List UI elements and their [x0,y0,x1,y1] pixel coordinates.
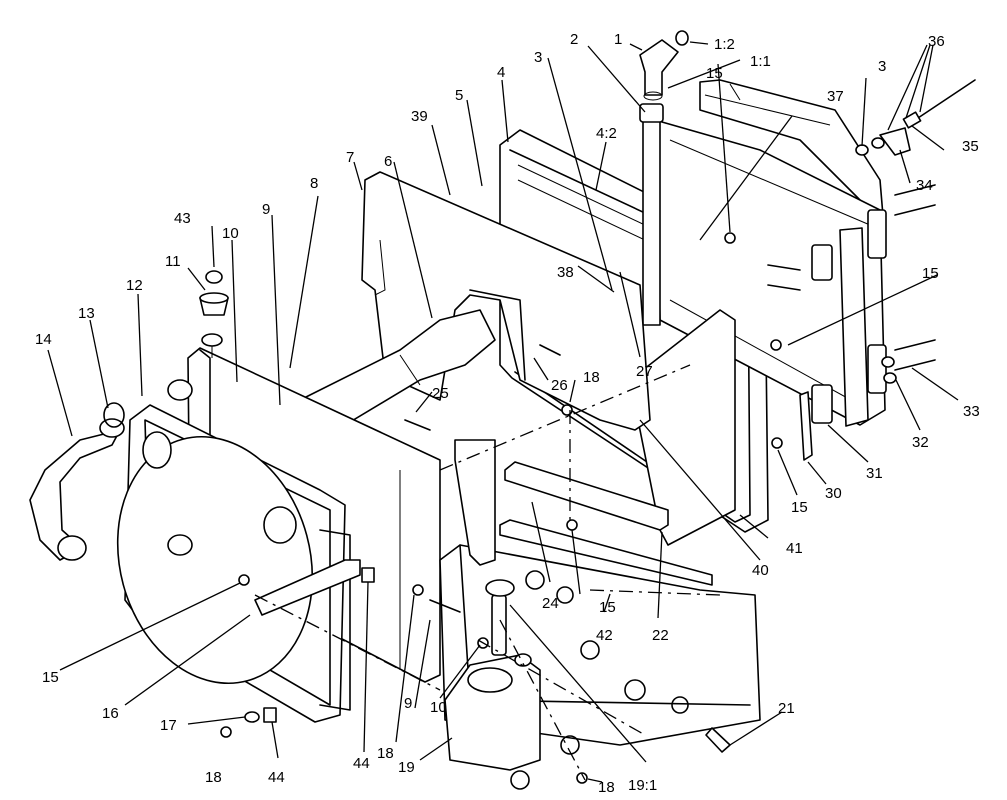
callout-label: 31 [866,465,883,482]
callout-label: 18 [598,779,615,796]
callout-label: 9 [404,695,412,712]
callout-label: 18 [583,369,600,386]
leader-lines [47,41,959,783]
callout-label: 6 [384,153,392,170]
centerline [477,639,646,736]
expansion-tank [444,579,541,771]
radiator-cap [199,270,229,358]
callout-label: 15 [706,65,723,82]
callout-label: 25 [432,385,449,402]
callout-label: 2 [570,31,578,48]
callout-label: 15 [599,599,616,616]
callout-label: 10 [430,699,447,716]
callout-label: 19:1 [628,777,657,794]
callout-label: 38 [557,264,574,281]
callout-label: 19 [398,759,415,776]
callout-label: 36 [928,33,945,50]
callout-label: 4 [497,64,505,81]
callout-label: 35 [962,138,979,155]
callout-label: 10 [222,225,239,242]
callout-label: 33 [963,403,980,420]
callout-label: 1:1 [750,53,771,70]
callout-label: 1:2 [714,36,735,53]
callout-label: 32 [912,434,929,451]
callout-label: 39 [411,108,428,125]
callout-label: 8 [310,175,318,192]
side-tank [799,209,887,461]
callout-label: 26 [551,377,568,394]
callout-label: 5 [455,87,463,104]
callout-label: 11 [165,253,181,270]
callout-label: 15 [791,499,808,516]
callout-label: 15 [42,669,59,686]
callout-label: 3 [534,49,542,66]
callout-label: 18 [377,745,394,762]
fan-shroud [116,404,351,723]
callout-label: 12 [126,277,143,294]
callout-label: 43 [174,210,191,227]
callout-label: 22 [652,627,669,644]
callout-label: 34 [916,177,933,194]
callout-label: 41 [786,540,803,557]
fasteners [220,232,801,784]
fill-neck-pipe [639,30,689,326]
callout-label: 30 [825,485,842,502]
callout-labels: 1 1:2 1:1 2 3 3 4 4:2 5 6 7 8 9 9 10 10 … [35,31,980,796]
callout-label: 44 [268,769,285,786]
lower-rail [499,461,713,586]
centerline [254,594,441,691]
callout-label: 13 [78,305,95,322]
callout-label: 37 [827,88,844,105]
lower-hose [29,402,125,561]
callout-label: 3 [878,58,886,75]
callout-label: 4:2 [596,125,617,142]
callout-label: 44 [353,755,370,772]
hanging-bracket [454,439,496,566]
callout-label: 18 [205,769,222,786]
callout-label: 16 [102,705,119,722]
callout-label: 21 [778,700,795,717]
callout-label: 17 [160,717,177,734]
centerline [499,619,586,781]
callout-label: 24 [542,595,559,612]
callout-label: 15 [922,265,939,282]
callout-label: 27 [636,363,653,380]
centerline [439,364,691,471]
callout-label: 14 [35,331,52,348]
right-side-hardware [855,79,976,384]
callout-label: 42 [596,627,613,644]
callout-label: 40 [752,562,769,579]
callout-label: 7 [346,149,354,166]
callout-label: 1 [614,31,622,48]
callout-label: 9 [262,201,270,218]
bolt-21 [705,727,731,753]
centerline [589,589,721,596]
